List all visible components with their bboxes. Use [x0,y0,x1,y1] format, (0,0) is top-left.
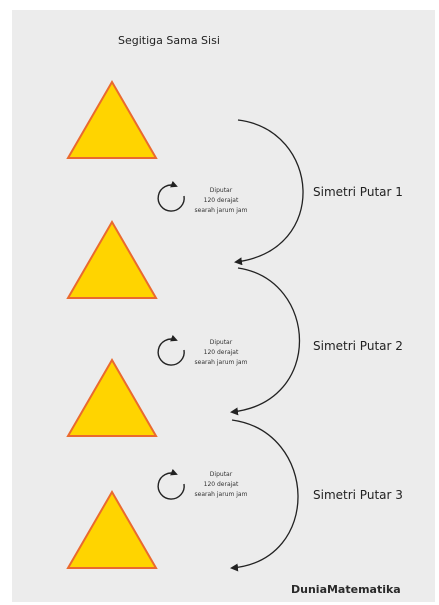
symmetry-label-2: Simetri Putar 2 [313,339,403,353]
rotate-note-2-line1: Diputar [210,339,233,346]
symmetry-label-1: Simetri Putar 1 [313,185,403,199]
rotate-note-1-line3: searah jarum jam [195,207,248,214]
rotate-note-1-line1: Diputar [210,187,233,194]
curved-arrow-3 [230,419,299,572]
triangle-4 [66,490,158,569]
curved-arrow-1 [234,119,304,266]
rotate-note-2-line2: 120 derajat [204,349,239,356]
diagram-title: Segitiga Sama Sisi [118,34,220,47]
rotate-note-3-line2: 120 derajat [204,481,239,488]
rotate-clockwise-icon-3 [157,468,185,500]
symmetry-label-3: Simetri Putar 3 [313,488,403,502]
triangle-1 [66,80,158,159]
diagram-panel [12,10,435,602]
brand-watermark: DuniaMatematika [291,583,401,596]
rotate-note-3: Diputar 120 derajat searah jarum jam [195,471,248,498]
triangle-2 [66,220,158,299]
triangle-3 [66,358,158,437]
rotate-note-3-line3: searah jarum jam [195,491,248,498]
rotate-note-2: Diputar 120 derajat searah jarum jam [195,339,248,366]
rotate-note-2-line3: searah jarum jam [195,359,248,366]
rotate-clockwise-icon-2 [157,334,185,366]
curved-arrow-2 [230,267,301,416]
rotate-clockwise-icon-1 [157,180,185,212]
rotate-note-3-line1: Diputar [210,471,233,478]
rotate-note-1-line2: 120 derajat [204,197,239,204]
rotate-note-1: Diputar 120 derajat searah jarum jam [195,187,248,214]
